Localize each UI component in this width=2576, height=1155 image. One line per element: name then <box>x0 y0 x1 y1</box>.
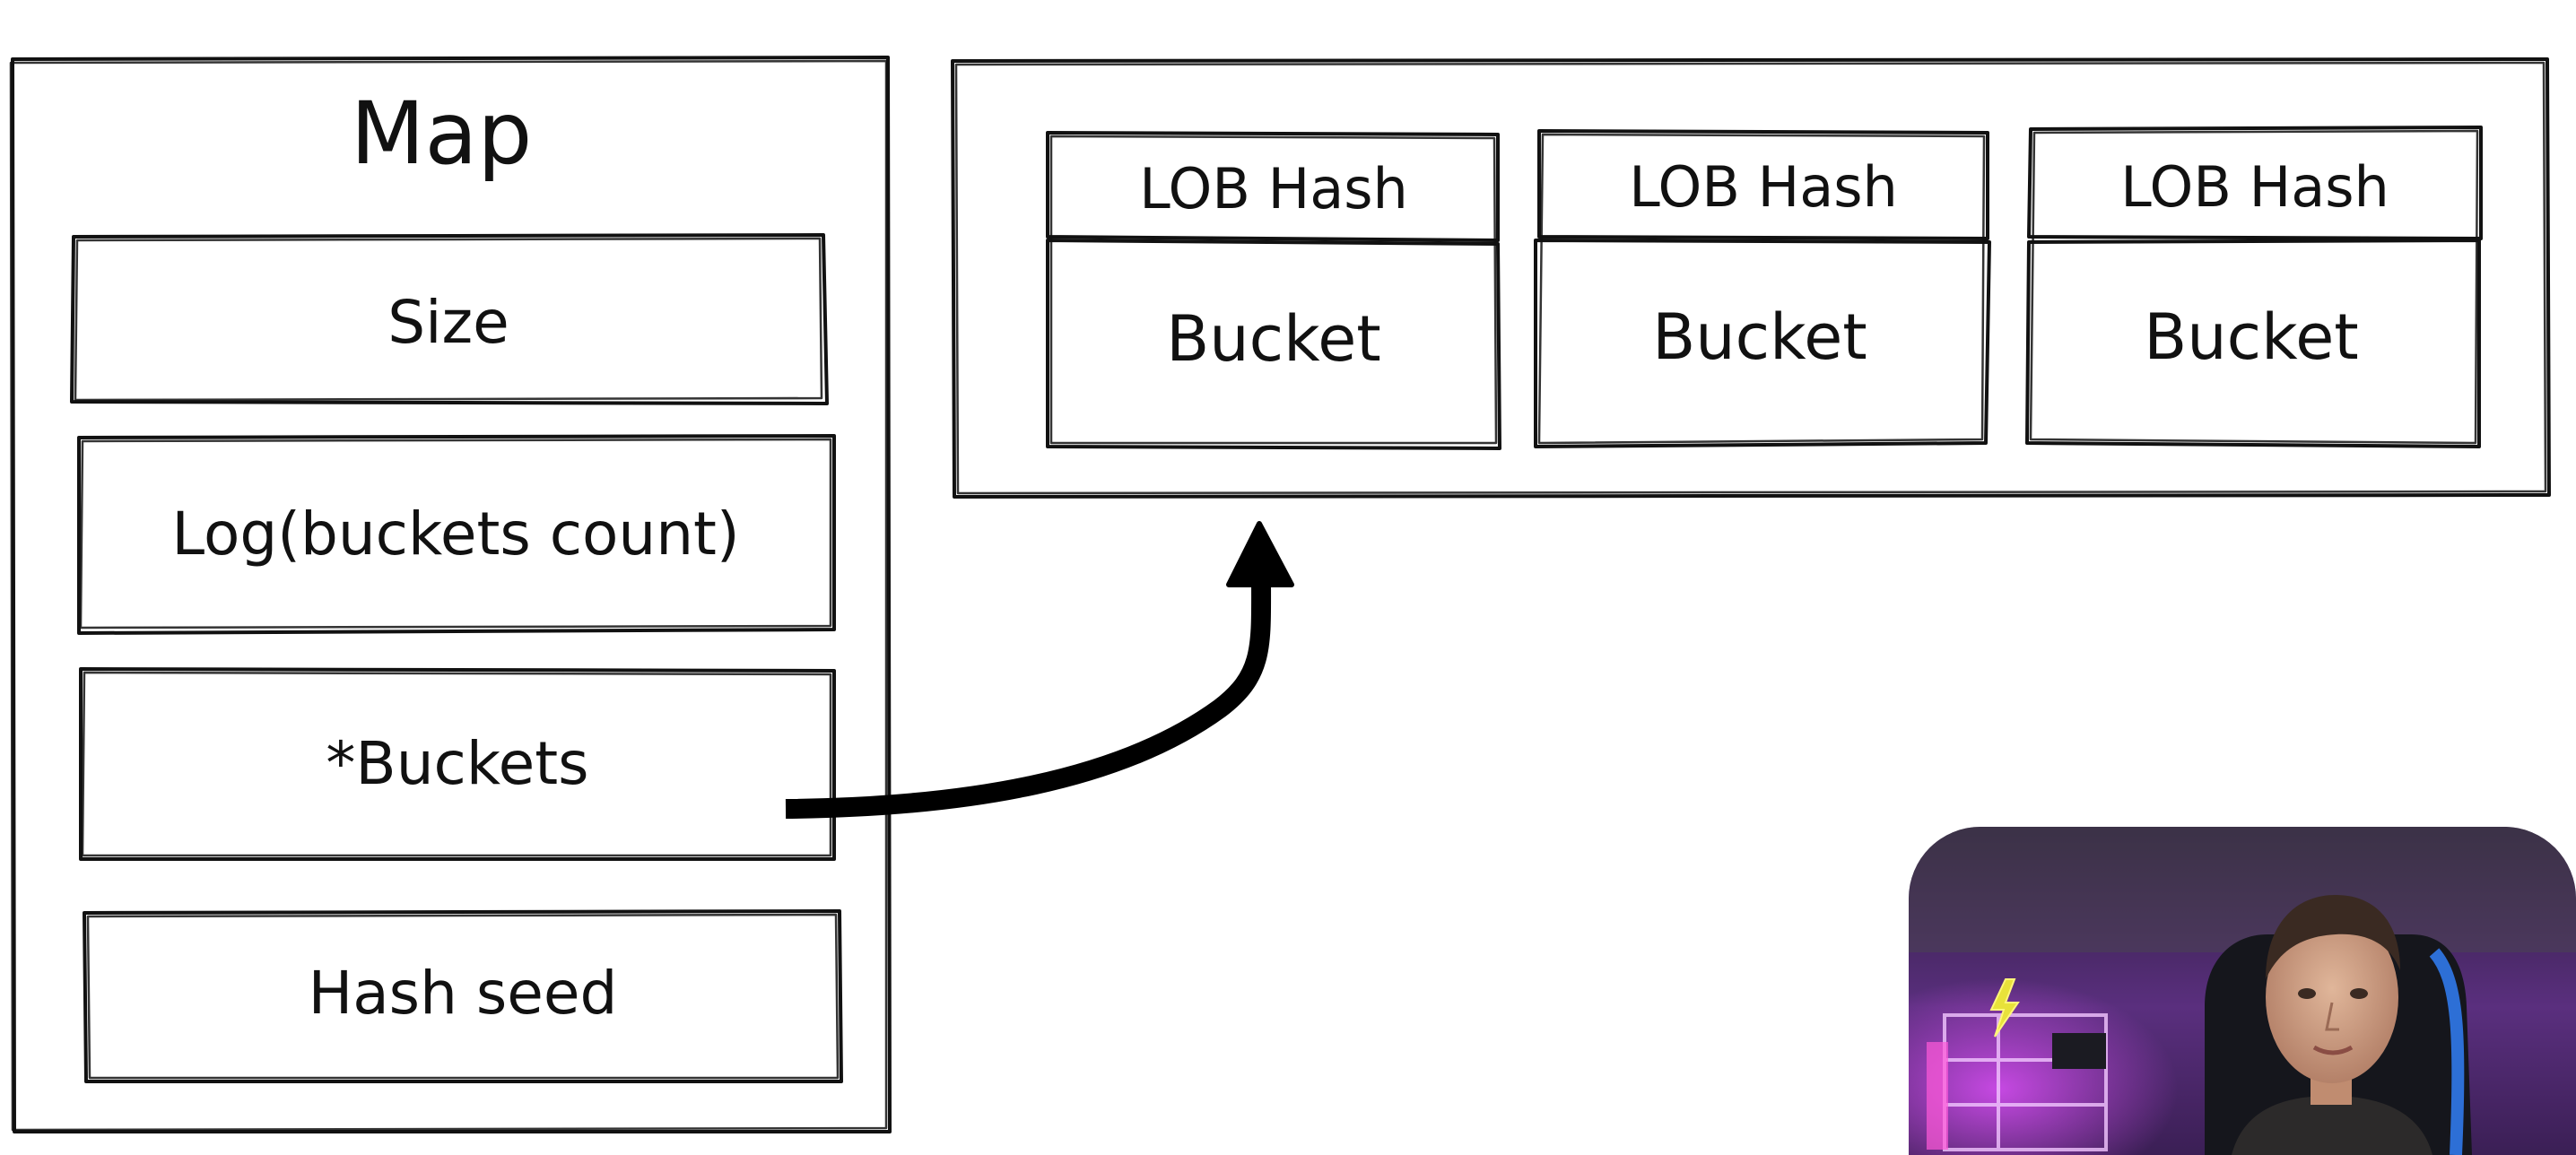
map-field-hash-seed-label: Hash seed <box>309 959 618 1028</box>
bucket-cell-1-body: Bucket <box>1166 302 1380 376</box>
map-field-buckets-pointer: *Buckets <box>79 667 836 861</box>
bucket-cell-2-header: LOB Hash <box>1629 154 1898 220</box>
bucket-cell-1-header: LOB Hash <box>1139 156 1408 221</box>
map-field-size-label: Size <box>387 288 509 357</box>
map-field-log-buckets-label: Log(buckets count) <box>171 499 739 569</box>
arrow-icon <box>785 521 1294 819</box>
bucket-cell-3-header-box <box>2027 126 2483 240</box>
bucket-cell-3-header: LOB Hash <box>2120 154 2389 220</box>
map-field-hash-seed: Hash seed <box>83 909 843 1083</box>
map-field-buckets-pointer-label: *Buckets <box>326 729 588 798</box>
bucket-cell-2: LOB Hash Bucket <box>1534 129 1991 448</box>
buckets-array-outer-box <box>951 57 2551 499</box>
map-struct: Map Size Log(buckets count) *Buckets <box>9 56 892 1133</box>
presenter-webcam <box>1909 827 2576 1155</box>
presenter <box>2232 895 2432 1155</box>
map-field-size: Size <box>70 233 829 405</box>
bucket-cell-3-body-box <box>2025 239 2481 448</box>
bucket-cell-1-body-box <box>1046 239 1501 450</box>
map-title: Map <box>351 83 533 184</box>
bucket-cell-3: LOB Hash Bucket <box>2025 126 2483 448</box>
bucket-cell-2-body: Bucket <box>1652 300 1867 374</box>
map-field-log-buckets: Log(buckets count) <box>77 434 836 635</box>
bucket-cell-1: LOB Hash Bucket <box>1046 131 1501 450</box>
map-outer-box-sketch <box>9 59 888 1132</box>
bucket-cell-2-header-box <box>1537 129 1989 240</box>
bucket-cell-1-header-box <box>1046 131 1500 242</box>
map-outer-box <box>11 56 892 1133</box>
buckets-array: LOB Hash Bucket LOB Hash Bucket LOB Hash… <box>951 57 2551 499</box>
bucket-cell-2-body-box <box>1534 239 1991 448</box>
lightning-icon <box>1989 978 2020 1038</box>
bucket-cell-3-body: Bucket <box>2144 300 2358 374</box>
